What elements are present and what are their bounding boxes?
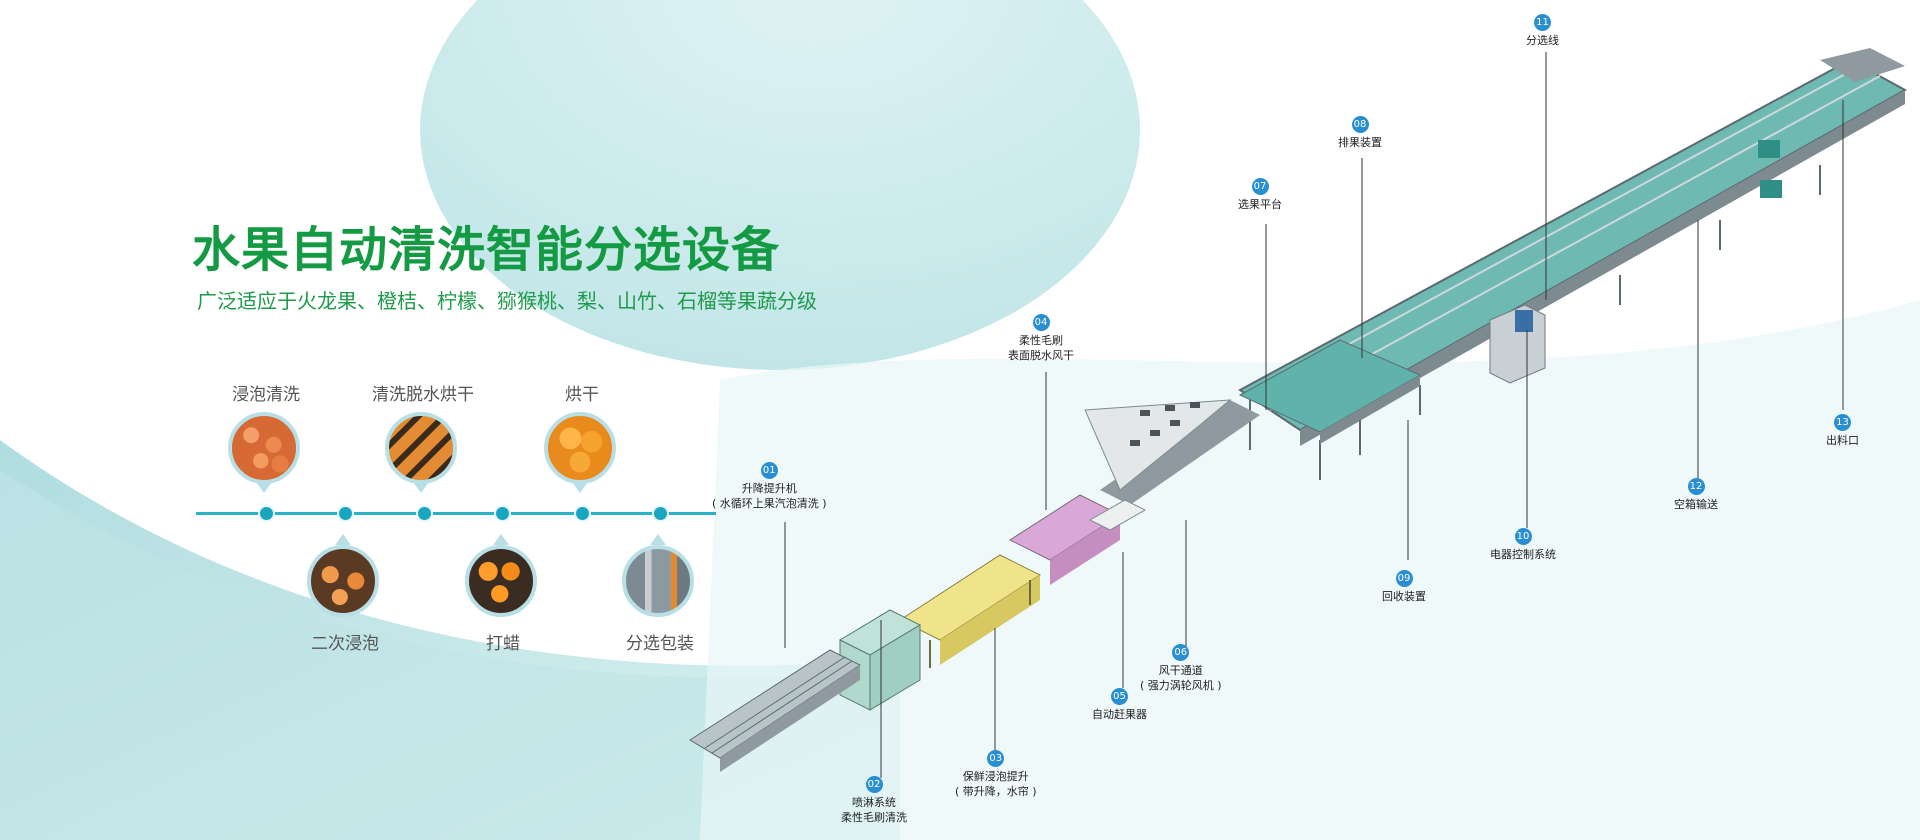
part-badge: 02 [865,776,883,793]
stage-label: 烘干 [565,385,599,405]
process-stage-second-soak: 二次浸泡 [303,629,387,654]
stage-label: 分选包装 [626,634,694,654]
part-label-07: 07 选果平台 [1238,178,1282,212]
timeline-dot [574,505,591,522]
part-label-03: 03 保鲜浸泡提升 ( 带升降，水帘 ) [955,750,1037,799]
part-badge: 01 [760,462,778,479]
timeline-dot [258,505,275,522]
part-label-05: 05 自动赶果器 [1092,688,1147,722]
stage-label: 打蜡 [486,634,520,654]
part-badge: 06 [1172,644,1190,661]
washing-rollers-icon [385,412,457,493]
timeline-dot [416,505,433,522]
waxing-icon [465,534,537,617]
process-stage-soak-wash: 浸泡清洗 [224,380,308,405]
spray-system [838,609,922,711]
part-badge: 12 [1687,478,1705,495]
part-label-01: 01 升降提升机 ( 水循环上果汽泡清洗 ) [712,462,827,511]
process-stage-dry: 烘干 [540,380,624,405]
orange-soak-icon [228,412,300,493]
page-subtitle: 广泛适应于火龙果、橙桔、柠檬、猕猴桃、梨、山竹、石榴等果蔬分级 [197,289,817,313]
timeline-dot [494,505,511,522]
part-label-04: 04 柔性毛刷 表面脱水风干 [1008,314,1074,363]
timeline-dot [337,505,354,522]
part-badge: 07 [1251,178,1269,195]
part-label-12: 12 空箱输送 [1674,478,1718,512]
soak-elevator [898,554,1042,668]
part-badge: 04 [1032,314,1050,331]
part-badge: 10 [1514,528,1532,545]
page-title: 水果自动清洗智能分选设备 [192,222,781,278]
part-badge: 03 [987,750,1005,767]
stage-label: 二次浸泡 [311,634,379,654]
part-label-11: 11 分选线 [1526,14,1559,48]
part-label-08: 08 排果装置 [1338,116,1382,150]
brush-unit [1008,494,1147,585]
part-badge: 09 [1395,570,1413,587]
process-stage-wash-dry: 清洗脱水烘干 [372,380,474,405]
control-cabinet [1489,304,1546,384]
part-label-13: 13 出料口 [1826,414,1859,448]
sorting-line [1238,48,1908,470]
stage-label: 浸泡清洗 [232,385,300,405]
part-label-10: 10 电器控制系统 [1490,528,1556,562]
process-stage-sorting-packing: 分选包装 [618,629,702,654]
second-soak-icon [307,534,379,617]
process-timeline [196,512,716,515]
lift-elevator [689,649,861,772]
part-badge: 08 [1351,116,1369,133]
part-label-02: 02 喷淋系统 柔性毛刷清洗 [841,776,907,825]
part-badge: 13 [1834,414,1851,431]
stage-label: 清洗脱水烘干 [372,385,474,405]
timeline-dot [652,505,669,522]
part-label-06: 06 风干通道 ( 强力涡轮风机 ) [1140,644,1222,693]
part-label-09: 09 回收装置 [1382,570,1426,604]
oranges-icon [544,412,616,493]
sorting-machine-icon [622,534,694,617]
air-dryer-channel [1084,399,1260,505]
sorting-platform [1238,339,1422,480]
part-badge: 11 [1534,14,1551,31]
part-badge: 05 [1111,688,1128,705]
process-stage-waxing: 打蜡 [461,629,545,654]
